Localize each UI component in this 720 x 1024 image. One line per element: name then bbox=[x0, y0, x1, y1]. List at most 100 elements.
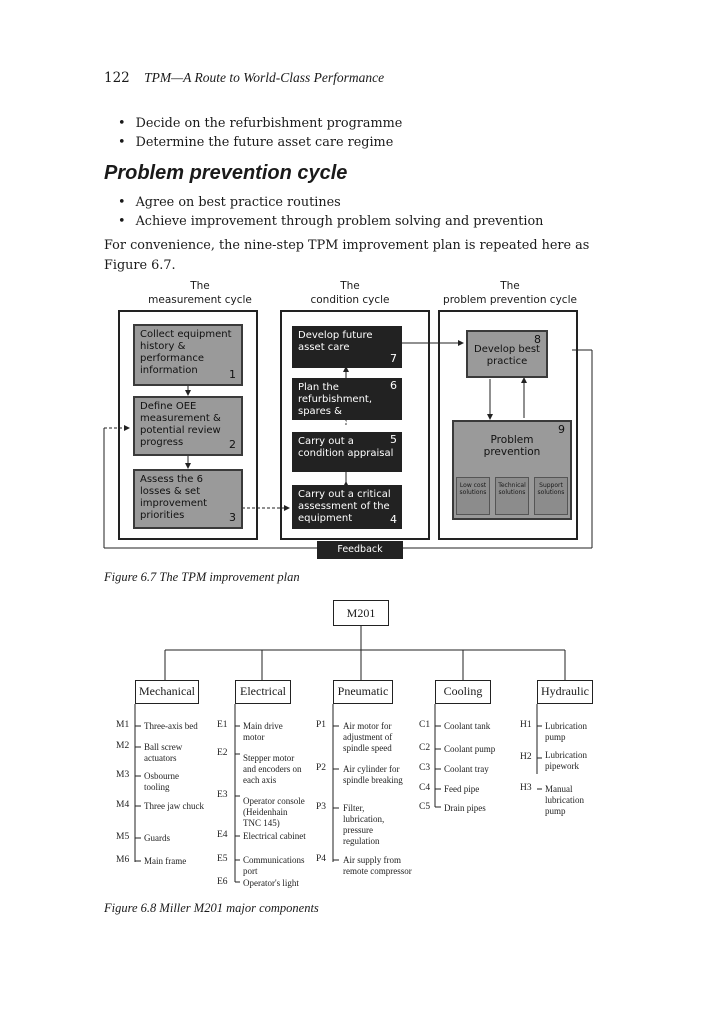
step-number: 1 bbox=[229, 368, 236, 381]
bullet-list-section: Agree on best practice routines Achieve … bbox=[118, 193, 544, 231]
column-heading-line: measurement cycle bbox=[148, 294, 252, 306]
item-code: P1 bbox=[316, 720, 327, 730]
prevention-cycle-frame bbox=[438, 310, 578, 540]
category-pneumatic: Pneumatic bbox=[333, 680, 393, 704]
step-5-box: Carry out a condition appraisal 5 bbox=[292, 432, 402, 472]
figure-6-7-caption: Figure 6.7 The TPM improvement plan bbox=[104, 570, 300, 584]
item-code: E3 bbox=[217, 790, 228, 800]
item-code: M4 bbox=[116, 800, 130, 810]
component-item: Operator console (Heidenhain TNC 145) bbox=[243, 796, 305, 828]
component-item: Lubrication pipework bbox=[545, 750, 587, 771]
step-text: Problem prevention bbox=[483, 434, 541, 458]
page-number: 122 bbox=[104, 70, 130, 86]
component-item: Air motor for adjustment of spindle spee… bbox=[343, 721, 393, 753]
step-text: Carry out a critical assessment of the e… bbox=[298, 489, 391, 524]
category-mechanical: Mechanical bbox=[135, 680, 199, 704]
item-code: E6 bbox=[217, 877, 228, 887]
item-code: M1 bbox=[116, 720, 130, 730]
step-text: Develop future asset care bbox=[298, 330, 373, 353]
component-item: Air supply from remote compressor bbox=[343, 855, 412, 876]
item-code: P2 bbox=[316, 763, 327, 773]
step-number: 8 bbox=[534, 333, 541, 346]
component-item: Guards bbox=[144, 833, 170, 843]
figure-6-8-caption: Figure 6.8 Miller M201 major components bbox=[104, 901, 319, 915]
column-heading-measurement: The measurement cycle bbox=[130, 279, 270, 307]
running-header: 122 TPM—A Route to World-Class Performan… bbox=[104, 70, 384, 86]
root-node: M201 bbox=[333, 600, 389, 626]
bullet-list-top: Decide on the refurbishment programme De… bbox=[118, 114, 403, 152]
component-item: Communications port bbox=[243, 855, 305, 876]
component-item: Air cylinder for spindle breaking bbox=[343, 764, 403, 785]
bullet-item: Determine the future asset care regime bbox=[118, 133, 402, 152]
item-code: C4 bbox=[419, 783, 431, 793]
step-text: Define OEE measurement & potential revie… bbox=[140, 401, 221, 448]
item-code: E1 bbox=[217, 720, 228, 730]
component-item: Lubrication pump bbox=[545, 721, 587, 742]
section-heading: Problem prevention cycle bbox=[104, 162, 348, 184]
component-item: Drain pipes bbox=[444, 803, 486, 813]
item-code: C3 bbox=[419, 763, 431, 773]
category-electrical: Electrical bbox=[235, 680, 291, 704]
step-number: 2 bbox=[229, 438, 236, 451]
column-heading-prevention: The problem prevention cycle bbox=[430, 279, 590, 307]
step-number: 6 bbox=[390, 379, 397, 392]
item-code: C5 bbox=[419, 802, 431, 812]
step-number: 7 bbox=[390, 352, 397, 365]
component-item: Main frame bbox=[144, 856, 187, 866]
step-6-box: Plan the refurbishment, spares & manpowe… bbox=[292, 378, 402, 429]
item-code: E5 bbox=[217, 854, 228, 864]
step-8-box: Develop best practice 8 bbox=[466, 330, 548, 378]
step-4-box: Carry out a critical assessment of the e… bbox=[292, 485, 402, 529]
column-heading-line: problem prevention cycle bbox=[443, 294, 577, 306]
component-item: Electrical cabinet bbox=[243, 831, 306, 841]
column-heading-line: The bbox=[340, 280, 360, 292]
column-heading-line: The bbox=[500, 280, 520, 292]
column-heading-line: The bbox=[190, 280, 210, 292]
bullet-item: Achieve improvement through problem solv… bbox=[118, 212, 544, 231]
body-paragraph: For convenience, the nine-step TPM impro… bbox=[104, 238, 590, 273]
fig68-item-ticks bbox=[135, 725, 542, 883]
item-code: M3 bbox=[116, 770, 130, 780]
component-item: Ball screw actuators bbox=[144, 742, 183, 763]
component-item: Three-axis bed bbox=[144, 721, 198, 731]
step-text: Assess the 6 losses & set improvement pr… bbox=[140, 474, 208, 521]
step-text: Develop best practice bbox=[474, 344, 540, 367]
step-3-box: Assess the 6 losses & set improvement pr… bbox=[133, 469, 243, 529]
component-item: Osbourne tooling bbox=[144, 771, 179, 792]
step-text: Collect equipment history & performance … bbox=[140, 329, 232, 376]
item-code: M2 bbox=[116, 741, 130, 751]
item-code: C1 bbox=[419, 720, 431, 730]
step-text: Plan the refurbishment, spares & manpowe… bbox=[298, 382, 373, 429]
low-cost-solutions-box: Low cost solutions bbox=[456, 477, 490, 515]
step-7-box: Develop future asset care 7 bbox=[292, 326, 402, 368]
item-code: H1 bbox=[520, 720, 532, 730]
component-item: Feed pipe bbox=[444, 784, 480, 794]
step-text: Carry out a condition appraisal bbox=[298, 436, 394, 459]
item-code: M6 bbox=[116, 855, 130, 865]
step-number: 3 bbox=[229, 511, 236, 524]
component-item: Coolant tank bbox=[444, 721, 491, 731]
item-code: E4 bbox=[217, 830, 228, 840]
step-number: 9 bbox=[558, 423, 565, 436]
step-number: 5 bbox=[390, 433, 397, 446]
component-item: Stepper motor and encoders on each axis bbox=[243, 753, 302, 785]
step-1-box: Collect equipment history & performance … bbox=[133, 324, 243, 386]
bullet-item: Decide on the refurbishment programme bbox=[118, 114, 403, 133]
condition-cycle-frame bbox=[280, 310, 430, 540]
step-2-box: Define OEE measurement & potential revie… bbox=[133, 396, 243, 456]
bullet-item: Agree on best practice routines bbox=[118, 193, 543, 212]
component-item: Main drive motor bbox=[243, 721, 283, 742]
running-title: TPM—A Route to World-Class Performance bbox=[144, 70, 385, 85]
support-solutions-box: Support solutions bbox=[534, 477, 568, 515]
item-code: P4 bbox=[316, 854, 327, 864]
component-item: Manual lubrication pump bbox=[545, 784, 584, 816]
item-code: E2 bbox=[217, 748, 228, 758]
category-hydraulic: Hydraulic bbox=[537, 680, 593, 704]
component-item: Coolant pump bbox=[444, 744, 496, 754]
technical-solutions-box: Technical solutions bbox=[495, 477, 529, 515]
measurement-cycle-frame bbox=[118, 310, 258, 540]
item-code: M5 bbox=[116, 832, 130, 842]
item-code: H3 bbox=[520, 783, 532, 793]
component-item: Three jaw chuck bbox=[144, 801, 204, 811]
column-heading-condition: The condition cycle bbox=[285, 279, 415, 307]
